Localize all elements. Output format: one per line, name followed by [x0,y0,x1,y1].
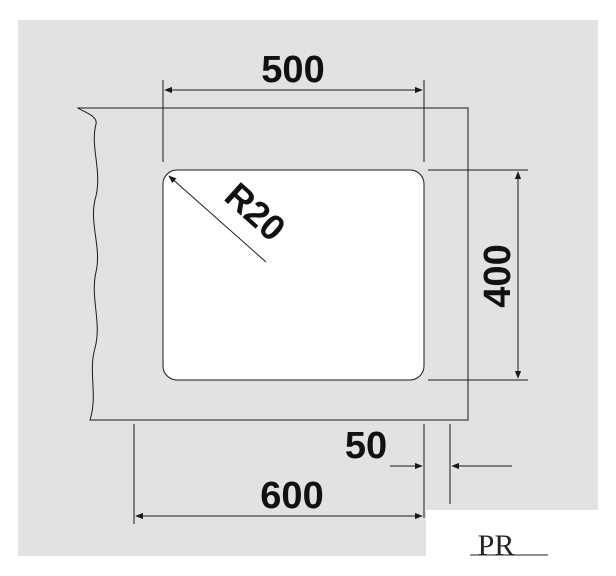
logo-area: PR [426,510,598,572]
sink-basin [162,169,425,381]
dimension-width-bottom: 600 [133,424,423,524]
dimension-offset: 50 [345,424,512,518]
dimension-width-top: 500 [162,49,425,162]
dimension-label-600: 600 [260,475,323,517]
dimension-height-right: 400 [428,169,528,381]
dimension-label-500: 500 [261,49,324,91]
logo-mark: PR [478,529,515,562]
countertop-outline [76,107,469,421]
dimension-label-50: 50 [345,425,387,467]
dimension-label-400: 400 [477,244,519,307]
